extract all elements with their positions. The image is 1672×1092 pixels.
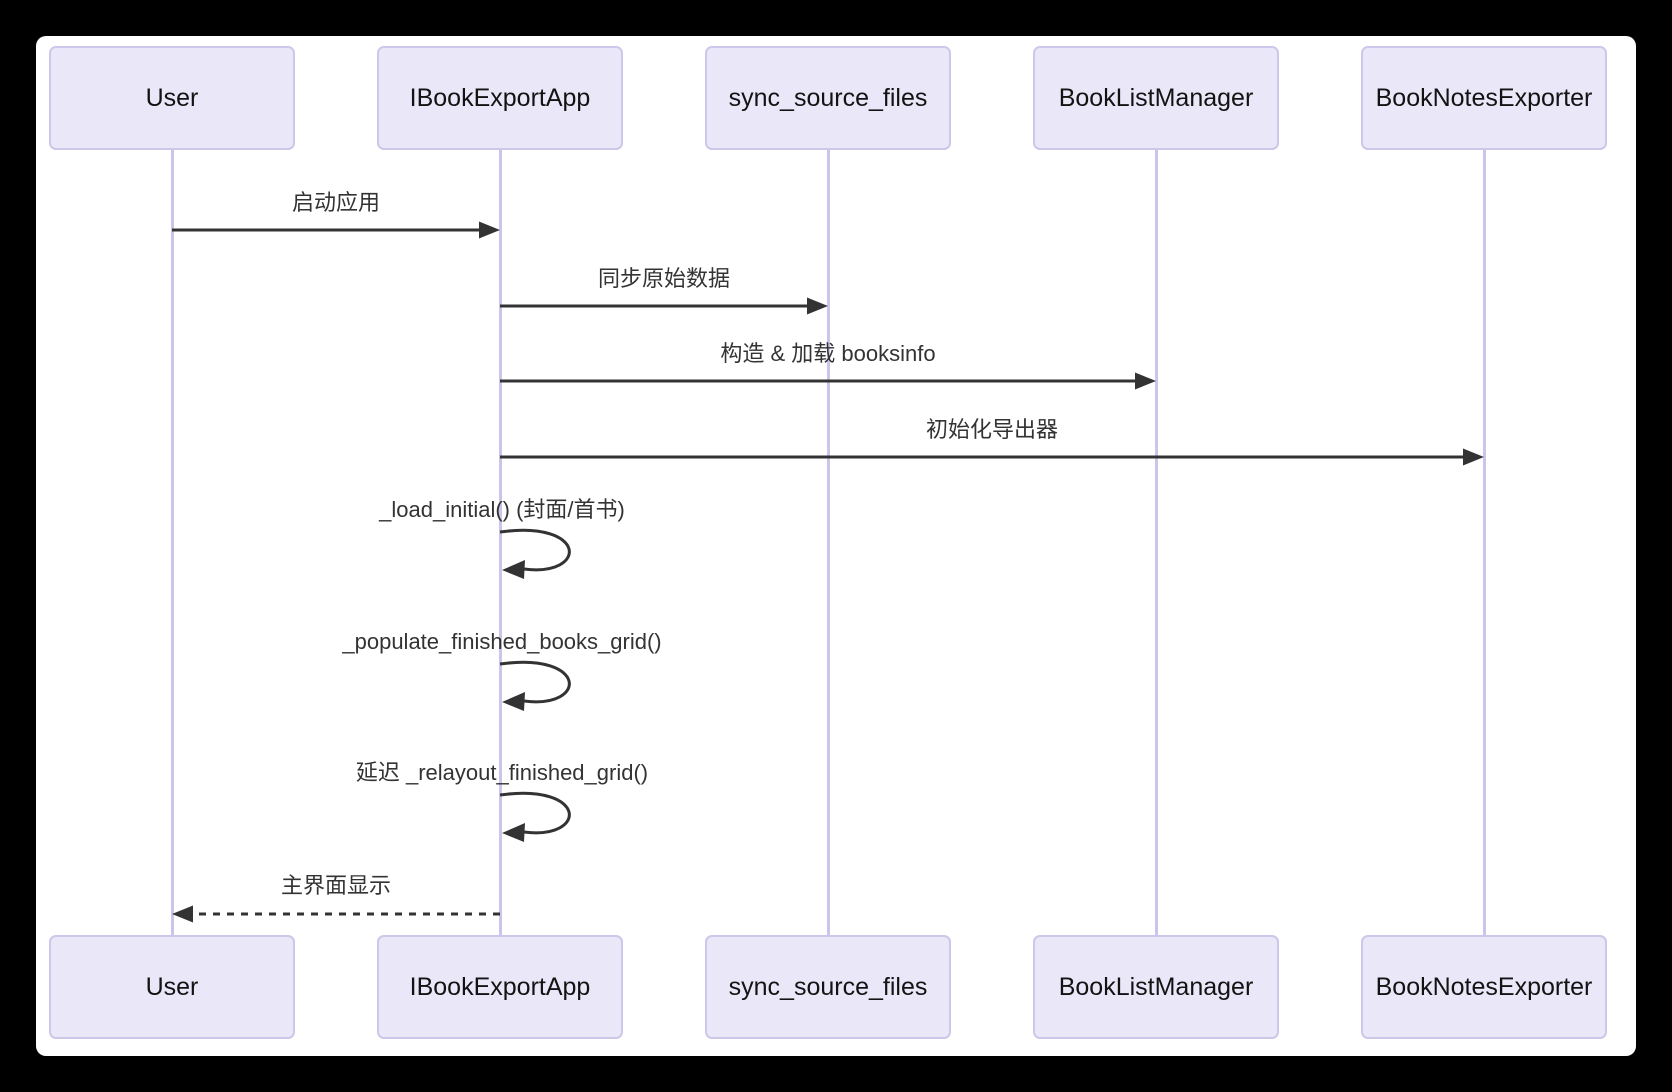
participant-box-booklistmanager-top: BookListManager bbox=[1033, 46, 1279, 150]
participant-label: User bbox=[145, 972, 199, 1001]
participant-box-booklistmanager-bottom: BookListManager bbox=[1033, 935, 1279, 1039]
participant-label: sync_source_files bbox=[728, 972, 928, 1001]
participant-label: BookNotesExporter bbox=[1375, 83, 1593, 112]
lifeline-ibookexportapp bbox=[498, 150, 502, 935]
message-label-1: 启动应用 bbox=[291, 190, 381, 215]
self-loop-arrow-5 bbox=[499, 528, 571, 579]
lifeline-sync-source-files bbox=[826, 150, 830, 935]
message-label-2: 同步原始数据 bbox=[597, 266, 731, 291]
message-arrow-1 bbox=[172, 221, 500, 239]
message-label-6: _populate_finished_books_grid() bbox=[342, 629, 662, 654]
message-label-3: 构造 & 加载 booksinfo bbox=[720, 341, 936, 366]
message-arrow-4 bbox=[500, 448, 1484, 466]
self-loop-arrow-6 bbox=[499, 660, 571, 711]
participant-box-sync-source-files-top: sync_source_files bbox=[705, 46, 951, 150]
participant-box-user-bottom: User bbox=[49, 935, 295, 1039]
participant-label: BookNotesExporter bbox=[1375, 972, 1593, 1001]
participant-box-booknotesexporter-bottom: BookNotesExporter bbox=[1361, 935, 1607, 1039]
participant-box-sync-source-files-bottom: sync_source_files bbox=[705, 935, 951, 1039]
participant-label: IBookExportApp bbox=[409, 972, 591, 1001]
sequence-diagram-canvas: 启动应用 同步原始数据 构造 & 加载 booksinfo 初始化导出器 _lo… bbox=[36, 36, 1636, 1056]
lifeline-booklistmanager bbox=[1154, 150, 1158, 935]
lifeline-user bbox=[170, 150, 174, 935]
message-label-5: _load_initial() (封面/首书) bbox=[379, 497, 625, 522]
participant-label: BookListManager bbox=[1058, 972, 1254, 1001]
participant-label: BookListManager bbox=[1058, 83, 1254, 112]
lifeline-booknotesexporter bbox=[1482, 150, 1486, 935]
return-arrow-8 bbox=[172, 905, 500, 923]
message-label-4: 初始化导出器 bbox=[925, 417, 1059, 442]
participant-box-booknotesexporter-top: BookNotesExporter bbox=[1361, 46, 1607, 150]
message-arrow-2 bbox=[500, 297, 828, 315]
message-wires-layer bbox=[172, 221, 1484, 923]
participant-box-user-top: User bbox=[49, 46, 295, 150]
participant-label: sync_source_files bbox=[728, 83, 928, 112]
message-label-8: 主界面显示 bbox=[280, 873, 392, 898]
participant-box-ibookexportapp-bottom: IBookExportApp bbox=[377, 935, 623, 1039]
self-loop-arrow-7 bbox=[499, 791, 571, 842]
message-label-7: 延迟 _relayout_finished_grid() bbox=[355, 760, 649, 785]
participant-label: User bbox=[145, 83, 199, 112]
participant-box-ibookexportapp-top: IBookExportApp bbox=[377, 46, 623, 150]
participant-label: IBookExportApp bbox=[409, 83, 591, 112]
